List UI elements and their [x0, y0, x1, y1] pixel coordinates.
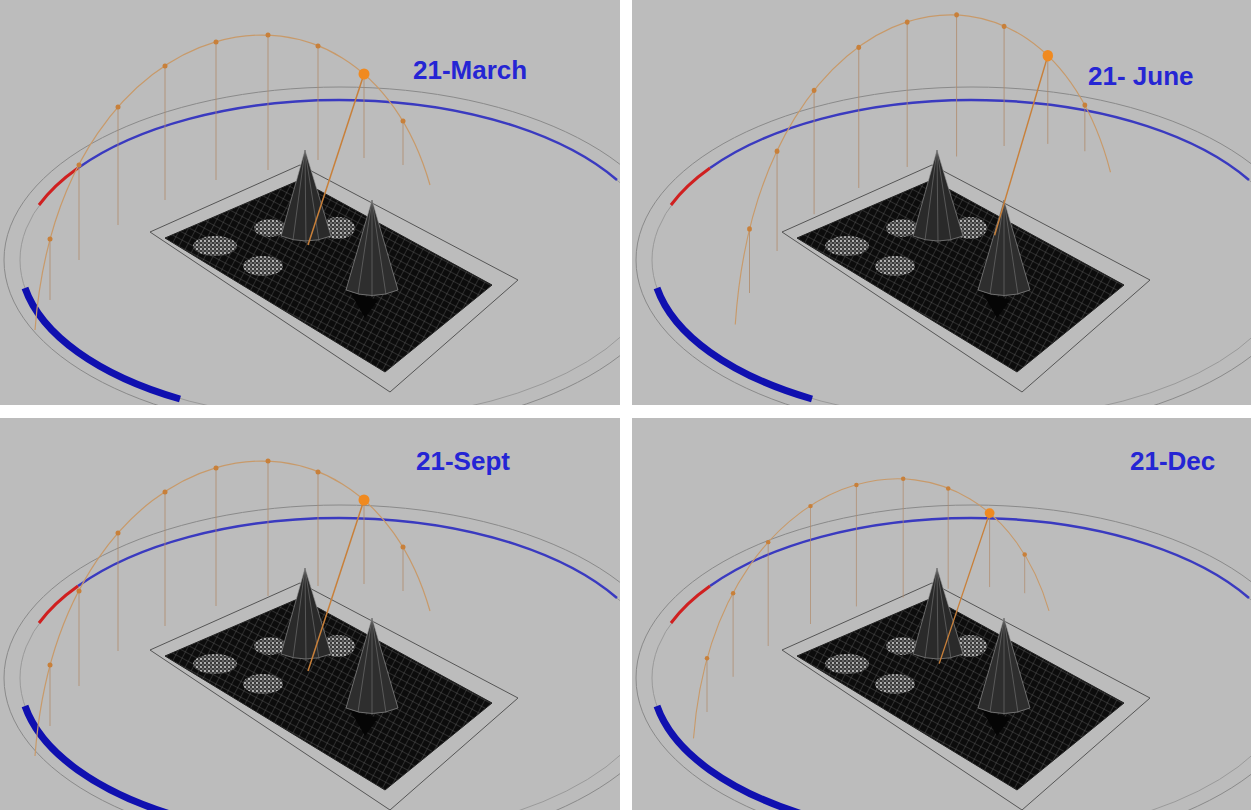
date-title: 21-March [413, 56, 527, 85]
date-title: 21-Dec [1130, 447, 1215, 476]
panel-march [0, 0, 620, 405]
date-title: 21-Sept [416, 447, 510, 476]
date-title: 21- June [1088, 62, 1194, 91]
panel-september [0, 418, 676, 810]
panel-june [632, 0, 1251, 433]
panel-december [632, 418, 1251, 810]
